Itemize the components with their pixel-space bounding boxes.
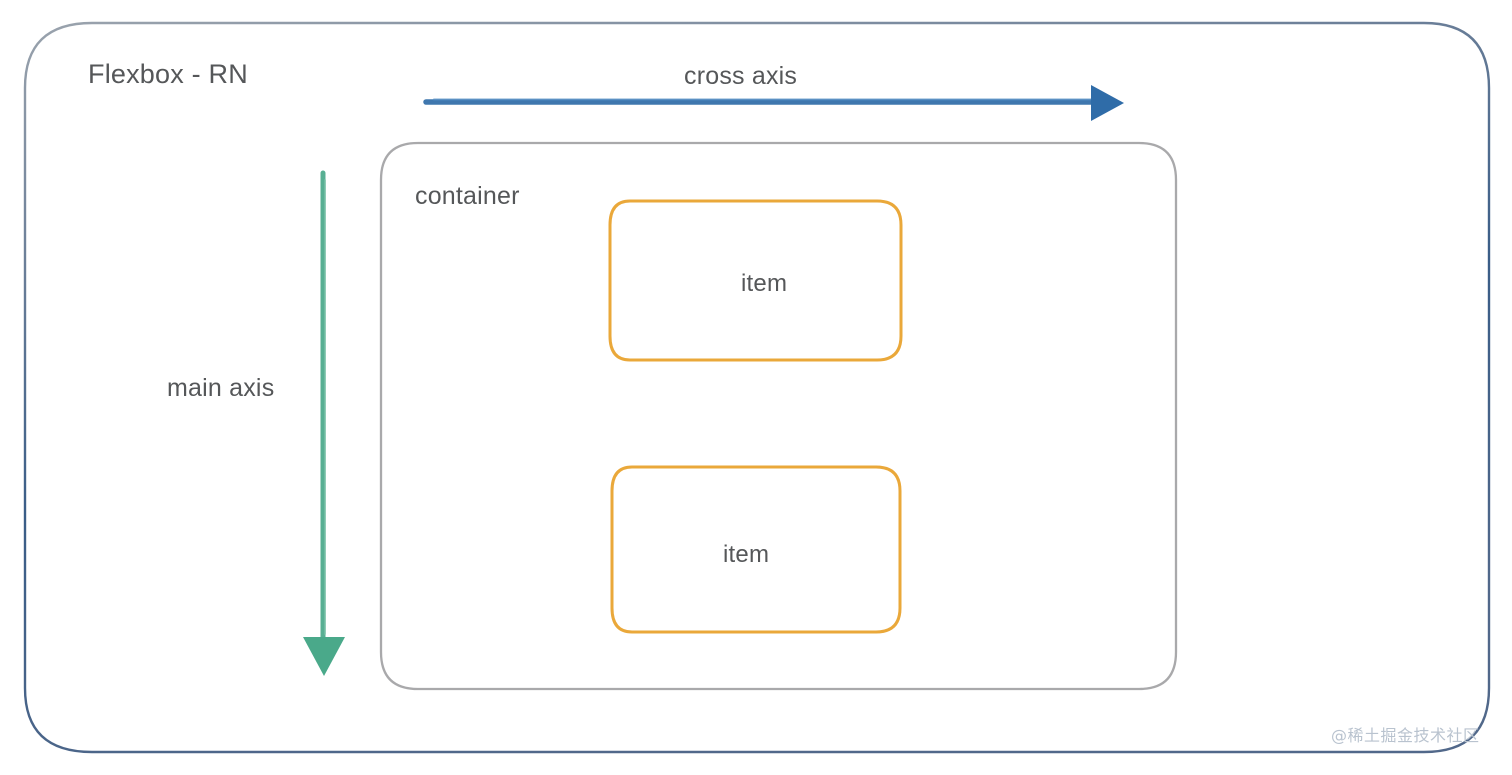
item-box-1 [610,465,902,634]
watermark: @稀土掘金技术社区 [1331,726,1480,745]
item-box-0 [608,199,903,362]
cross-axis-label: cross axis [684,62,798,90]
main-axis-label: main axis [167,374,275,402]
item-label: item [741,270,788,297]
container-label: container [415,182,520,210]
page-title: Flexbox - RN [88,59,248,89]
item-label: item [723,541,770,568]
